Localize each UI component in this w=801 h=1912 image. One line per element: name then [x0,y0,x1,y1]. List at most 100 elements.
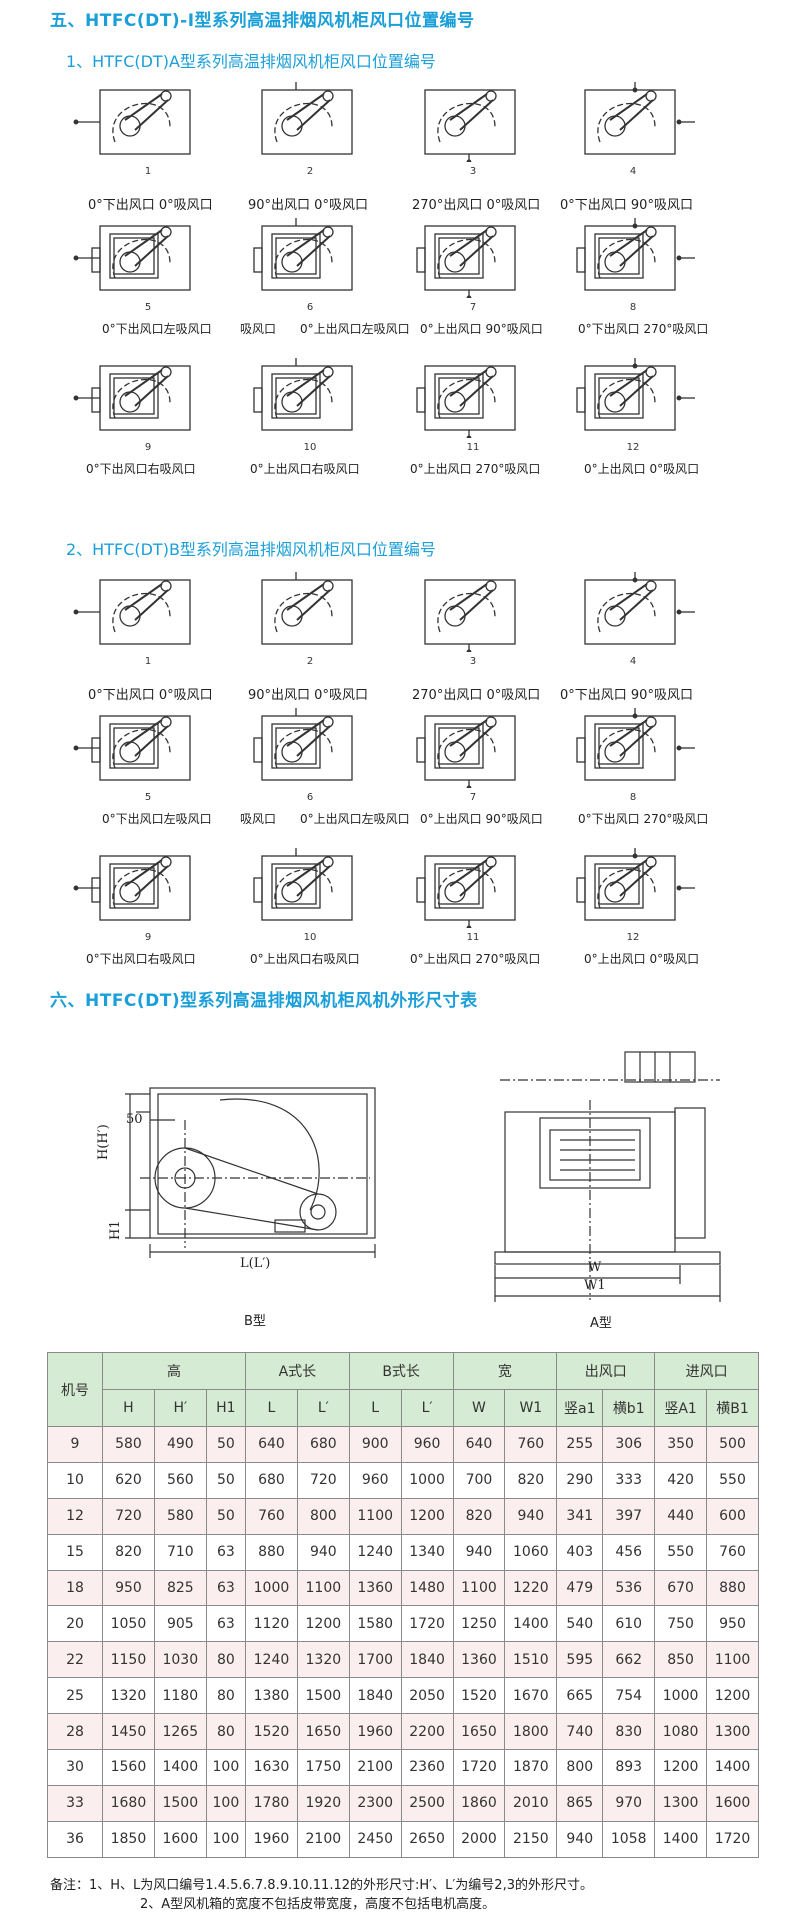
fan-position-12 [555,848,705,928]
b-type-subtitle: 2、HTFC(DT)B型系列高温排烟风机柜风口位置编号 [66,540,436,559]
table-cell: 2500 [400,1784,454,1822]
sub-header-cell: H1 [205,1389,247,1427]
position-caption: 270°出风口 0°吸风口 [412,198,541,213]
position-number: 7 [469,792,477,803]
table-cell: 893 [602,1749,656,1786]
table-cell: 1340 [400,1533,454,1571]
fan-box-diagram [73,579,191,645]
table-cell: 760 [245,1497,298,1535]
table-cell: 1400 [504,1605,558,1643]
table-cell: 1960 [348,1713,402,1751]
fan-position-5 [70,708,220,788]
fan-box-diagram [584,82,695,155]
table-cell: 1520 [245,1713,298,1751]
table-cell: 610 [602,1605,656,1643]
table-cell: 1240 [245,1641,298,1679]
sub-header-cell: H′ [153,1389,207,1427]
header-outlet: 出风口 [556,1352,656,1390]
sub-header-cell: W1 [504,1389,558,1427]
fan-box-diagram [253,358,353,431]
b-type-label: B型 [244,1314,266,1329]
table-cell: 420 [654,1461,708,1499]
fan-box-diagram [416,715,516,788]
table-cell: 970 [602,1784,656,1822]
position-caption: 0°上出风口左吸风口 [300,322,410,336]
table-cell: 1265 [153,1713,207,1751]
table-cell: 1030 [153,1641,207,1679]
table-cell: 2650 [400,1820,454,1858]
table-cell: 1320 [296,1641,350,1679]
dim-50-label: 50 [126,1112,143,1127]
note-2: 2、A型风机箱的宽度不包括皮带宽度，高度不包括电机高度。 [140,1897,496,1912]
table-cell: 1100 [296,1569,350,1607]
machine-no-cell: 10 [47,1461,103,1499]
fan-position-1 [70,82,220,162]
fan-position-1 [70,572,220,652]
position-number: 1 [144,166,152,177]
fan-box-diagram [576,708,695,781]
table-cell: 905 [153,1605,207,1643]
fan-box-diagram [584,572,695,645]
table-cell: 1360 [452,1641,506,1679]
table-cell: 2300 [348,1784,402,1822]
sub-header-cell: 竖A1 [654,1389,708,1427]
table-cell: 820 [452,1497,506,1535]
fan-box-diagram [73,855,191,921]
table-cell: 940 [556,1820,604,1858]
fan-box-diagram [416,225,516,298]
position-number: 3 [469,166,477,177]
machine-no-cell: 18 [47,1569,103,1607]
table-cell: 1840 [400,1641,454,1679]
position-caption: 90°出风口 0°吸风口 [248,198,368,213]
fan-box-diagram [253,708,353,781]
table-cell: 740 [556,1713,604,1751]
a-type-outline-drawing [494,1051,721,1302]
table-cell: 1050 [102,1605,155,1643]
table-cell: 700 [452,1461,506,1499]
table-cell: 720 [296,1461,350,1499]
table-cell: 1780 [245,1784,298,1822]
position-caption: 90°出风口 0°吸风口 [248,688,368,703]
a-type-label: A型 [590,1316,612,1331]
table-cell: 306 [602,1426,656,1463]
position-number: 9 [144,932,152,943]
table-cell: 1630 [245,1749,298,1786]
table-cell: 940 [504,1497,558,1535]
position-caption: 0°上出风口 270°吸风口 [410,952,541,966]
position-caption: 0°下出风口 270°吸风口 [578,322,709,336]
table-cell: 63 [205,1569,247,1607]
table-cell: 50 [205,1497,247,1535]
table-cell: 63 [205,1605,247,1643]
table-cell: 1680 [102,1784,155,1822]
section6-title: 六、HTFC(DT)型系列高温排烟风机柜风机外形尺寸表 [50,991,478,1011]
fan-box-diagram [576,848,695,921]
table-cell: 760 [706,1533,759,1571]
position-number: 11 [466,442,480,453]
fan-position-6 [232,708,382,788]
position-number: 10 [303,442,317,453]
fan-position-7 [395,708,545,788]
sub-header-cell: 竖a1 [556,1389,604,1427]
table-cell: 403 [556,1533,604,1571]
dim-w-label: W [588,1260,602,1275]
table-cell: 479 [556,1569,604,1607]
position-caption: 0°上出风口 0°吸风口 [584,462,700,476]
position-number: 1 [144,656,152,667]
table-cell: 2200 [400,1713,454,1751]
fan-position-4 [555,82,705,162]
table-cell: 1870 [504,1749,558,1786]
sub-header-cell: L [245,1389,298,1427]
table-cell: 825 [153,1569,207,1607]
table-cell: 80 [205,1641,247,1679]
dim-h1-label: H1 [108,1220,123,1240]
table-cell: 1920 [296,1784,350,1822]
table-cell: 1250 [452,1605,506,1643]
position-caption: 0°下出风口左吸风口 [102,812,212,826]
a-type-subtitle: 1、HTFC(DT)A型系列高温排烟风机柜风口位置编号 [66,52,436,71]
table-cell: 255 [556,1426,604,1463]
position-caption: 0°上出风口右吸风口 [250,952,360,966]
sub-header-cell: 横b1 [602,1389,656,1427]
